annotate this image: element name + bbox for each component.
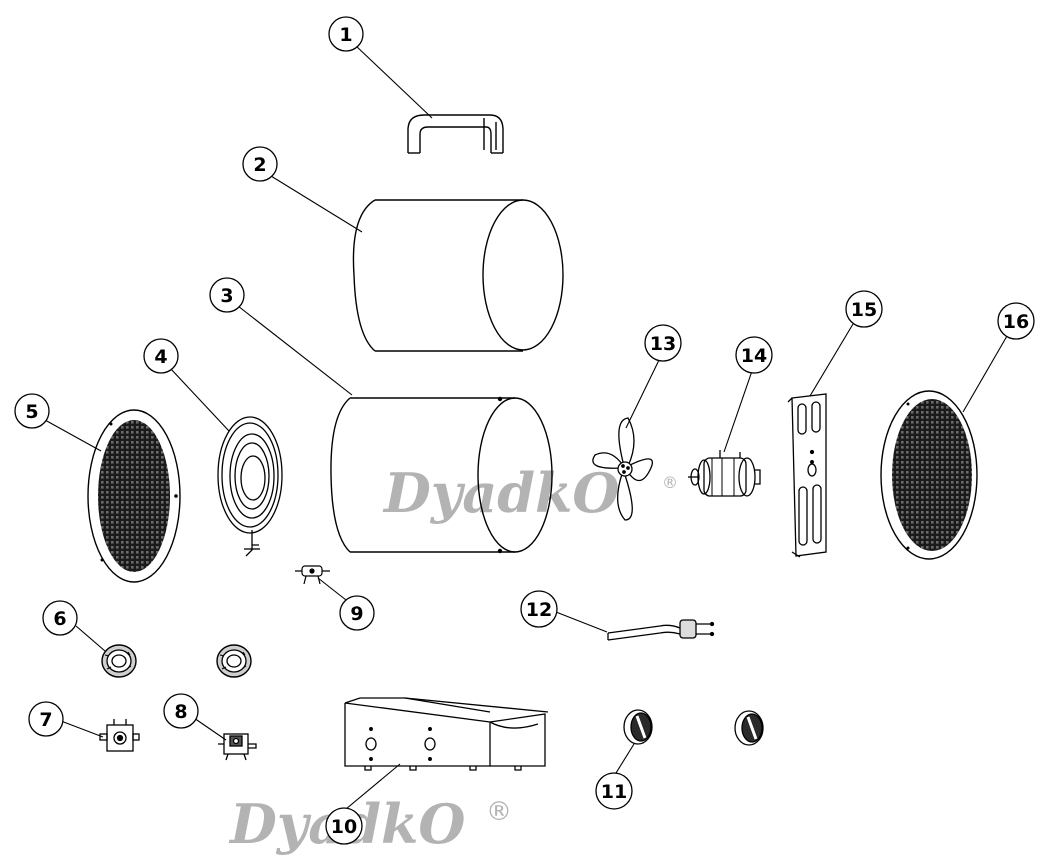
part-15-motor-bracket xyxy=(787,393,827,558)
callout-12-label: 12 xyxy=(526,599,552,621)
part-6-knob-bushing-second xyxy=(216,644,252,678)
leader-lines xyxy=(44,44,1008,815)
callout-11-label: 11 xyxy=(601,781,627,803)
watermark-brand-center: DyadkO xyxy=(382,461,619,525)
part-1-handle xyxy=(407,114,504,154)
part-13-fan-blade xyxy=(592,417,654,521)
callout-15-label: 15 xyxy=(851,299,877,321)
callout-13-label: 13 xyxy=(650,333,676,355)
callout-7: 7 xyxy=(28,701,64,737)
callout-2: 2 xyxy=(242,146,278,182)
callout-8-label: 8 xyxy=(174,701,187,723)
part-11-control-knob-second xyxy=(734,710,764,746)
callout-14: 14 xyxy=(735,336,773,374)
callout-1-label: 1 xyxy=(339,24,352,46)
part-8-thermostat xyxy=(218,733,257,761)
callout-3-label: 3 xyxy=(220,285,233,307)
callout-9-label: 9 xyxy=(350,603,363,625)
callout-16-label: 16 xyxy=(1003,311,1029,333)
part-14-motor xyxy=(688,450,761,497)
callout-2-label: 2 xyxy=(253,154,266,176)
callout-5-label: 5 xyxy=(25,401,38,423)
part-2-outer-shell xyxy=(352,199,564,352)
watermark-bottom: DyadkO ® xyxy=(228,792,512,856)
callout-10: 10 xyxy=(325,807,363,845)
callout-14-label: 14 xyxy=(741,345,767,367)
watermark-center: DyadkO ® xyxy=(382,461,678,525)
callout-12: 12 xyxy=(520,590,558,628)
part-12-power-cord xyxy=(607,619,715,641)
callout-1: 1 xyxy=(328,16,364,52)
callout-9: 9 xyxy=(339,595,375,631)
callout-10-label: 10 xyxy=(331,816,357,838)
callout-6-label: 6 xyxy=(53,608,66,630)
callout-4-label: 4 xyxy=(154,346,167,368)
callouts: 1 2 3 4 5 6 7 8 9 10 11 12 13 14 15 16 xyxy=(14,16,1035,845)
part-9-overheat-sensor xyxy=(295,565,330,585)
part-3-inner-chamber xyxy=(330,396,553,554)
part-10-base xyxy=(344,697,549,771)
part-4-heating-element xyxy=(217,416,283,557)
callout-5: 5 xyxy=(14,393,50,429)
callout-11: 11 xyxy=(595,772,633,810)
part-6-knob-bushing xyxy=(101,644,137,678)
part-16-rear-grille xyxy=(880,390,978,560)
callout-15: 15 xyxy=(845,290,883,328)
callout-6: 6 xyxy=(42,600,78,636)
callout-4: 4 xyxy=(143,338,179,374)
registered-mark-center: ® xyxy=(662,473,678,492)
part-7-rotary-switch xyxy=(99,719,140,752)
part-5-front-grille xyxy=(87,409,181,583)
callout-3: 3 xyxy=(209,277,245,313)
callout-13: 13 xyxy=(644,324,682,362)
callout-8: 8 xyxy=(163,693,199,729)
registered-mark-bottom: ® xyxy=(486,797,512,827)
callout-7-label: 7 xyxy=(39,709,52,731)
part-11-control-knob xyxy=(623,709,653,745)
callout-16: 16 xyxy=(997,302,1035,340)
